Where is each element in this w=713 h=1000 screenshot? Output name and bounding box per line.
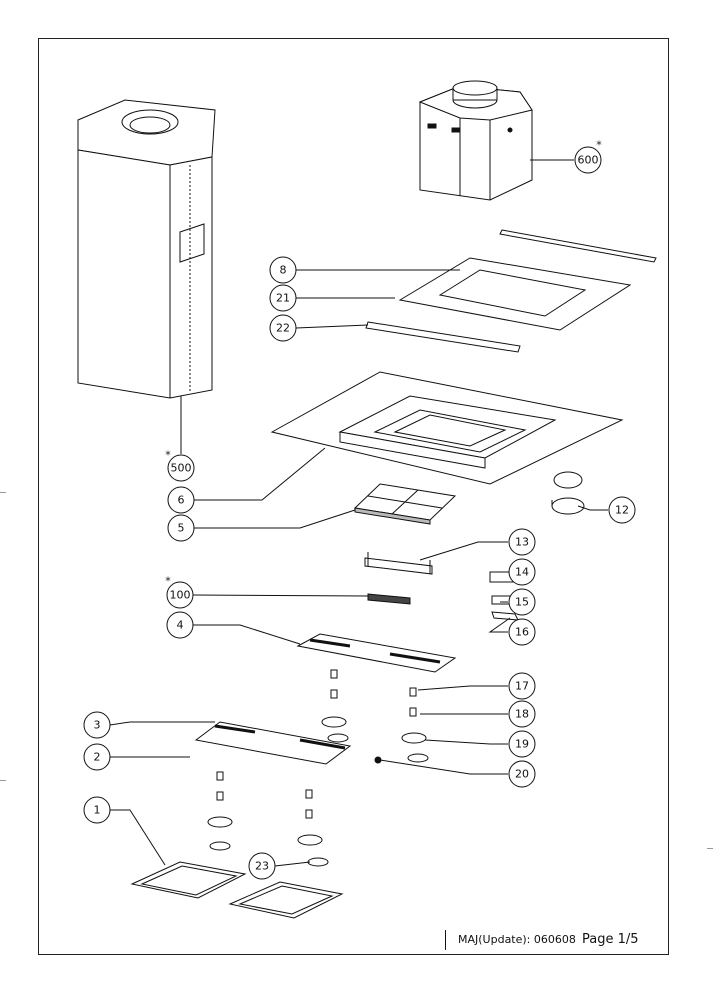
callout-19: 19	[515, 738, 529, 751]
callout-5: 5	[178, 522, 185, 535]
callout-18: 18	[515, 708, 529, 721]
crop-mark-left-2	[0, 780, 6, 781]
callout-3: 3	[94, 719, 101, 732]
part-bracket	[364, 552, 433, 575]
callout-22: 22	[276, 322, 290, 335]
part-chimney	[77, 99, 216, 399]
callout-20: 20	[515, 768, 529, 781]
part-grease-filters	[130, 861, 344, 919]
part-lamp-holders	[207, 669, 429, 867]
callout-100: 100	[170, 589, 191, 602]
callout-6: 6	[178, 494, 185, 507]
callout-circles	[83, 146, 636, 880]
leader-lines	[109, 159, 608, 867]
callout-1: 1	[94, 804, 101, 817]
part-glass-canopy	[270, 371, 624, 485]
callout-17: 17	[515, 680, 529, 693]
callout-4: 4	[177, 619, 184, 632]
part-cover-plate	[398, 257, 632, 331]
part-electronic-housing	[296, 633, 457, 673]
crop-mark-right	[707, 848, 713, 849]
footer-separator	[445, 930, 446, 950]
callout-600-star: *	[596, 139, 602, 152]
callout-8: 8	[280, 264, 287, 277]
crop-mark-left	[0, 492, 6, 493]
callout-14: 14	[515, 566, 529, 579]
callout-2: 2	[94, 751, 101, 764]
part-transformer	[551, 471, 585, 515]
callout-21: 21	[276, 292, 290, 305]
callout-500-star: *	[165, 449, 171, 462]
part-control-board	[367, 593, 411, 605]
update-code: MAJ(Update): 060608	[458, 933, 576, 946]
part-top-rail	[499, 229, 657, 263]
callout-15: 15	[515, 596, 529, 609]
callout-16: 16	[515, 626, 529, 639]
part-charcoal-filter	[353, 483, 457, 525]
part-bottom-rail	[365, 321, 521, 353]
part-connectors	[489, 571, 519, 621]
callout-600: 600	[578, 154, 599, 167]
part-lighting-tray	[194, 721, 352, 765]
callout-500: 500	[171, 462, 192, 475]
page-number: Page 1/5	[582, 932, 639, 947]
drawing-frame	[38, 38, 669, 955]
part-motor-housing	[418, 80, 533, 201]
callout-13: 13	[515, 536, 529, 549]
callout-100-star: *	[165, 575, 171, 588]
callout-12: 12	[615, 504, 629, 517]
callout-23: 23	[255, 860, 269, 873]
